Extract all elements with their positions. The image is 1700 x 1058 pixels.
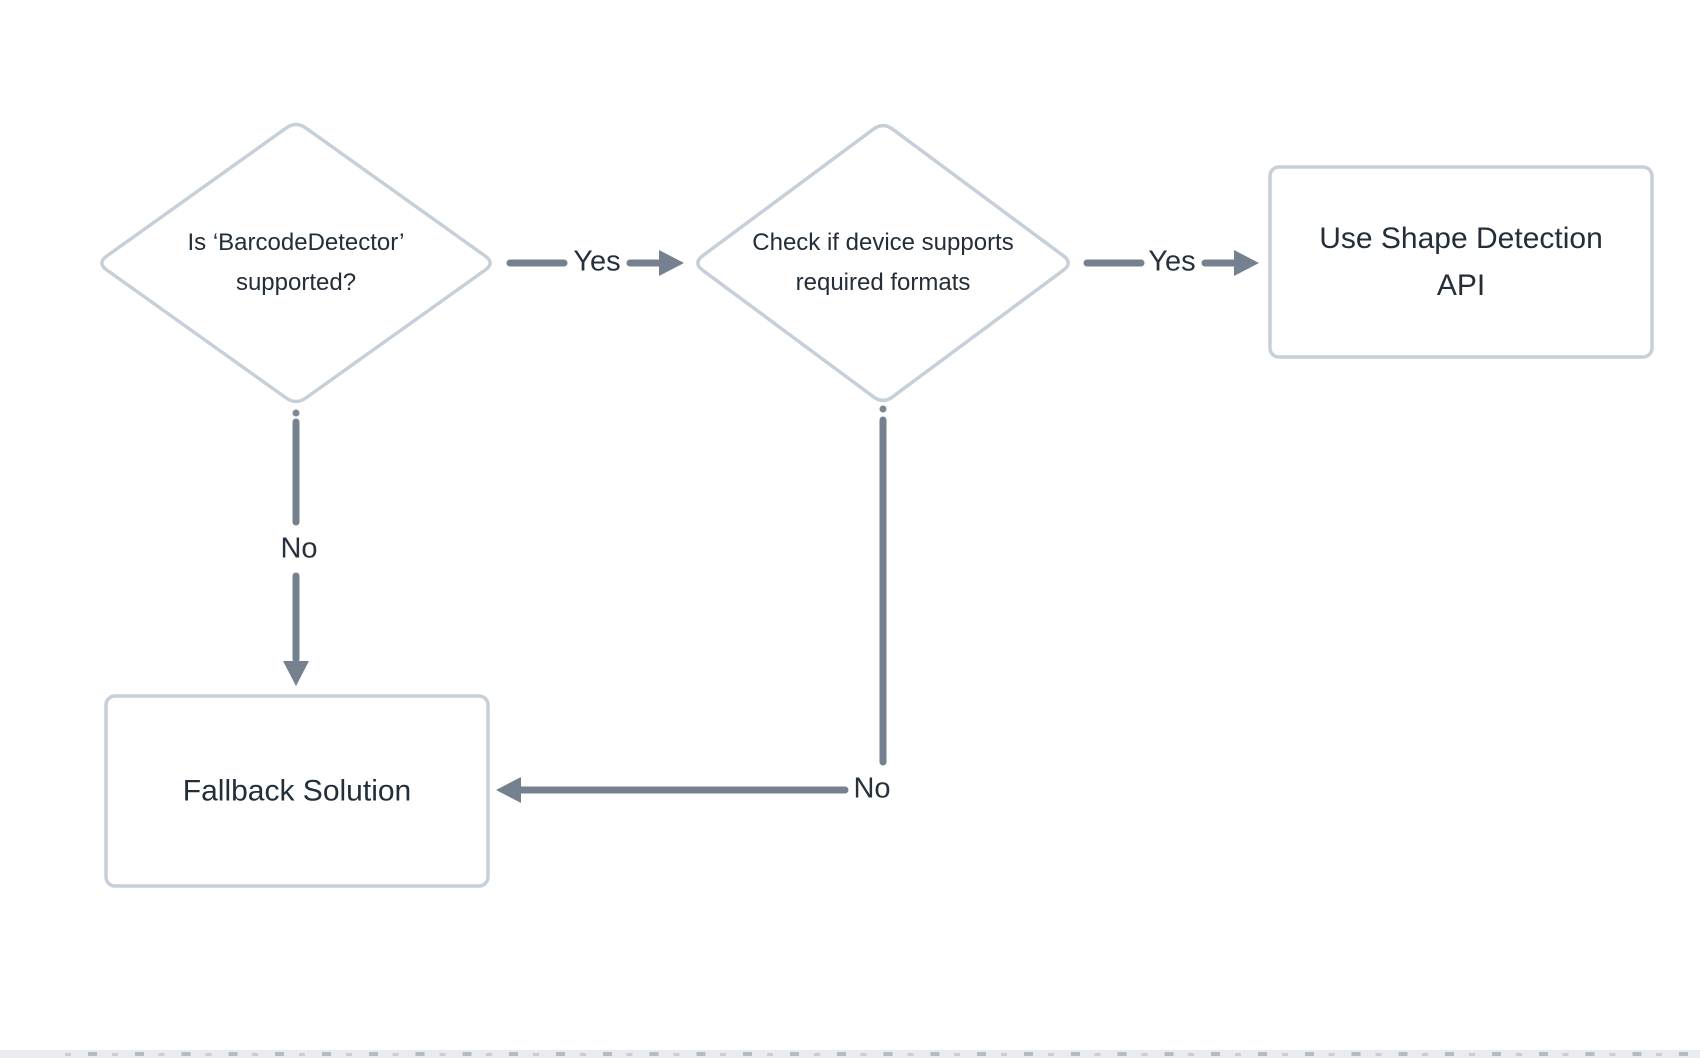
connector-start-dot xyxy=(292,409,300,417)
decision-node-formats xyxy=(696,123,1070,403)
node-label-barcodedetector: Is ‘BarcodeDetector’ supported? xyxy=(188,223,405,303)
process-node-fallback xyxy=(104,694,490,888)
node-label-line: API xyxy=(1436,269,1486,302)
node-label-shape-detection: Use Shape Detection API xyxy=(1319,215,1603,309)
edge-label-yes-1: Yes xyxy=(573,245,621,278)
edge-label-yes-2: Yes xyxy=(1148,245,1196,278)
node-label-formats: Check if device supports required format… xyxy=(752,223,1013,303)
arrowhead-left-icon xyxy=(496,777,521,803)
node-label-line: Check if device supports xyxy=(752,229,1014,256)
node-label-line: Is ‘BarcodeDetector’ xyxy=(187,229,405,256)
arrowhead-down-icon xyxy=(283,661,309,686)
node-label-line: required formats xyxy=(795,269,971,296)
arrowhead-right-icon xyxy=(1234,250,1259,276)
bottom-edge-strip xyxy=(0,1050,1700,1058)
edge-label-no-2: No xyxy=(853,772,891,805)
node-label-line: Fallback Solution xyxy=(182,774,412,808)
arrowhead-right-icon xyxy=(659,250,684,276)
connector-yes-format-to-shape xyxy=(1083,250,1259,276)
connector-start-dot xyxy=(879,405,887,413)
node-label-line: Use Shape Detection xyxy=(1319,222,1603,255)
node-label-line: supported? xyxy=(235,269,357,296)
connector-no-format-to-fallback xyxy=(496,405,887,803)
connector-no-barcode-to-fallback xyxy=(283,409,309,686)
edge-label-no-1: No xyxy=(280,532,318,565)
decision-node-barcodedetector xyxy=(100,122,492,404)
process-node-shape-detection xyxy=(1268,165,1654,359)
connector-yes-barcode-to-format xyxy=(506,250,684,276)
node-label-fallback: Fallback Solution xyxy=(183,768,411,815)
